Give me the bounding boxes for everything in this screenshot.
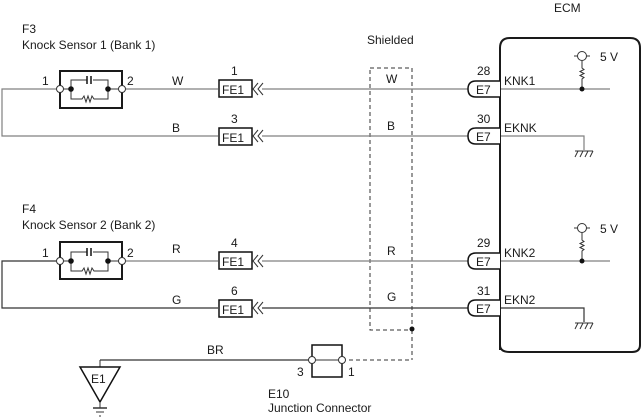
sensor1-name: Knock Sensor 1 (Bank 1)	[22, 38, 155, 52]
shield-color-g: G	[387, 290, 396, 304]
svg-text:30: 30	[477, 112, 491, 126]
ecm-connector-pin-30: 30 E7	[467, 112, 500, 145]
svg-text:6: 6	[231, 284, 238, 298]
ground-point-e1	[78, 366, 122, 404]
svg-text:FE1: FE1	[222, 303, 244, 317]
knock-sensor-1-symbol	[56, 70, 126, 109]
ground-code: E1	[91, 372, 106, 386]
fe1-connector-pin-3: 3 FE1	[218, 112, 264, 146]
signal-knk1: KNK1	[504, 74, 536, 88]
fe1-connector-pin-1: 1 FE1	[218, 64, 264, 98]
supply-5v-icon-2	[574, 223, 590, 264]
ecm-connector-pin-29: 29 E7	[467, 236, 500, 270]
wire-color-g: G	[172, 293, 181, 307]
sensor2-name: Knock Sensor 2 (Bank 2)	[22, 218, 155, 232]
shield-color-w: W	[386, 72, 398, 86]
junction-pin-3: 3	[297, 365, 304, 379]
junction-code: E10	[268, 387, 290, 401]
ecm-title: ECM	[554, 1, 581, 15]
shield-color-b: B	[387, 119, 395, 133]
wire-color-b: B	[172, 121, 180, 135]
sensor2-pin-2: 2	[127, 246, 134, 260]
svg-text:3: 3	[231, 112, 238, 126]
shield-box	[369, 67, 413, 331]
svg-text:E7: E7	[476, 255, 491, 269]
ecm-box	[499, 37, 641, 353]
signal-eknk: EKNK	[504, 121, 537, 135]
wire-color-w: W	[172, 74, 184, 88]
junction-name: Junction Connector	[268, 401, 371, 415]
wire-color-r: R	[172, 242, 181, 256]
shield-junction-dot	[409, 326, 415, 332]
sensor1-pin-2: 2	[127, 74, 134, 88]
sensor2-code: F4	[22, 202, 36, 216]
sensor1-code: F3	[22, 22, 36, 36]
ecm-connector-pin-28: 28 E7	[467, 64, 500, 98]
sensor1-pin-1: 1	[42, 74, 49, 88]
wire-g-sensor2	[1, 260, 218, 309]
shield-label: Shielded	[367, 33, 414, 47]
junction-connector-e10	[308, 344, 346, 378]
junction-pin-1: 1	[348, 365, 355, 379]
svg-text:29: 29	[477, 236, 491, 250]
wire-b-sensor1	[1, 88, 218, 137]
svg-text:31: 31	[477, 284, 491, 298]
supply-5v-icon-1	[574, 51, 590, 92]
fe1-connector-pin-6: 6 FE1	[218, 284, 264, 318]
shield-color-r: R	[387, 244, 396, 258]
ecm-ekn2-line	[501, 307, 585, 322]
signal-knk2: KNK2	[504, 246, 536, 260]
wire-color-br: BR	[207, 343, 224, 357]
ecm-eknk-line	[501, 135, 585, 150]
svg-text:E7: E7	[476, 130, 491, 144]
fe1-connector-pin-4: 4 FE1	[218, 236, 264, 270]
earth-ground-icon	[93, 402, 107, 417]
chassis-ground-icon-2	[574, 322, 594, 330]
svg-text:E7: E7	[476, 302, 491, 316]
chassis-ground-icon-1	[574, 150, 594, 158]
svg-text:28: 28	[477, 64, 491, 78]
knock-sensor-2-symbol	[56, 241, 126, 280]
ecm-connector-pin-31: 31 E7	[467, 284, 500, 317]
signal-ekn2: EKN2	[504, 293, 536, 307]
supply-5v-label-1: 5 V	[600, 50, 618, 64]
svg-text:FE1: FE1	[222, 83, 244, 97]
svg-text:FE1: FE1	[222, 255, 244, 269]
supply-5v-label-2: 5 V	[600, 222, 618, 236]
svg-text:4: 4	[231, 236, 238, 250]
sensor2-pin-1: 1	[42, 246, 49, 260]
svg-text:1: 1	[231, 64, 238, 78]
svg-text:FE1: FE1	[222, 131, 244, 145]
svg-text:E7: E7	[476, 83, 491, 97]
